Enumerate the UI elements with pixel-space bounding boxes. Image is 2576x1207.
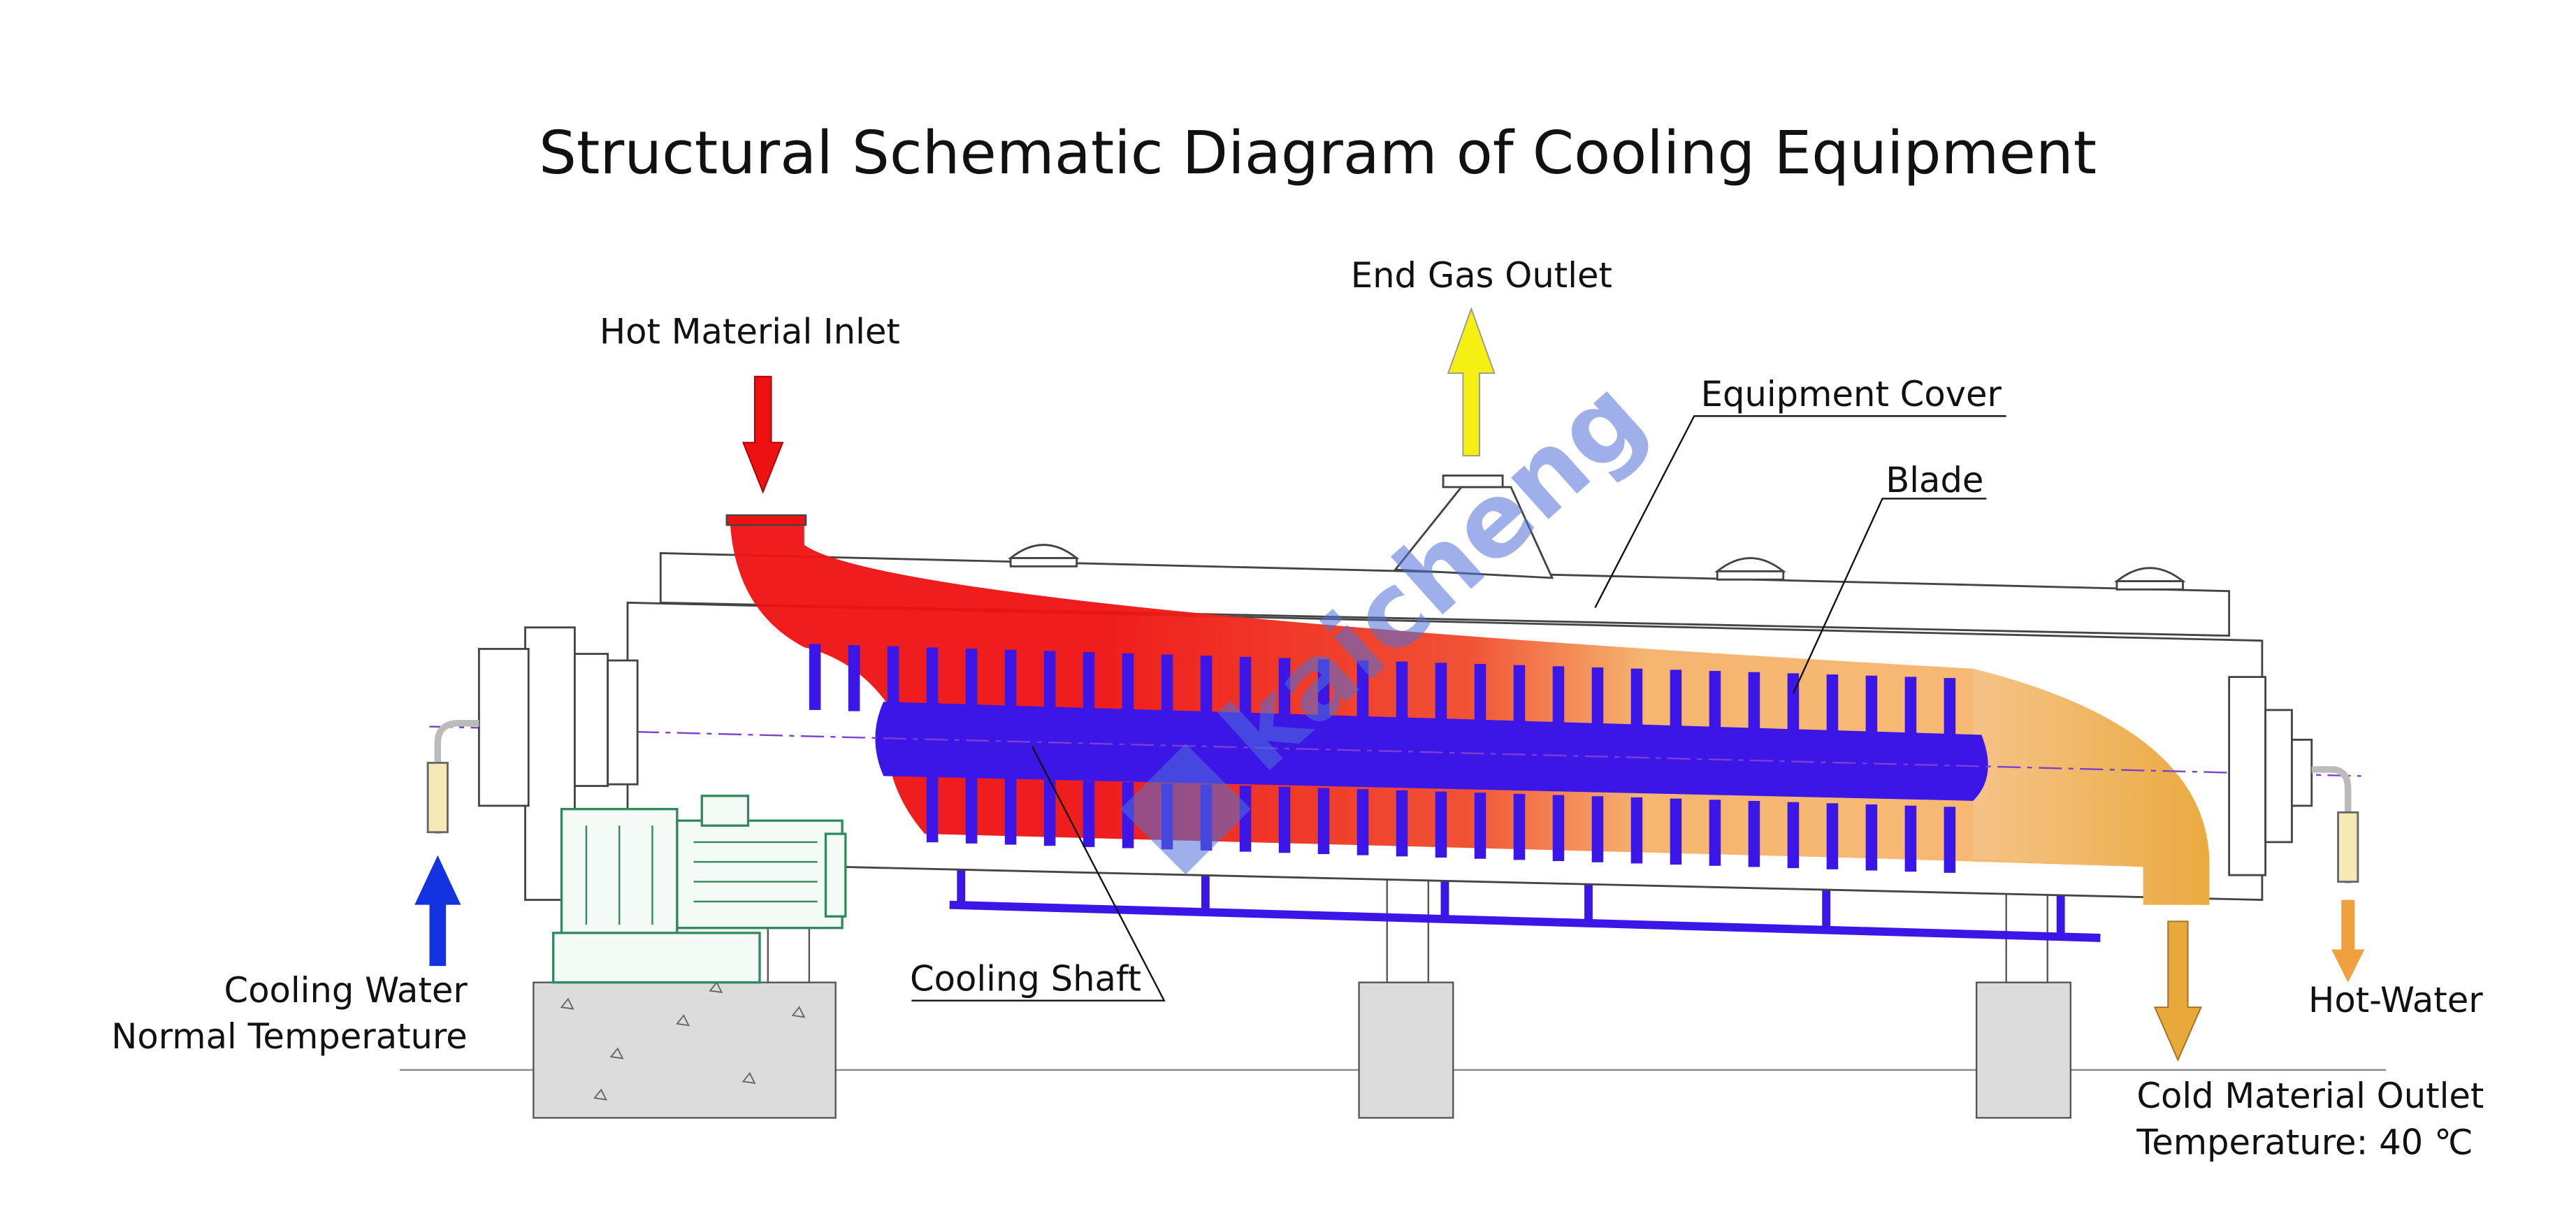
label-hot-water: Hot-Water (2308, 980, 2483, 1020)
blade (1787, 802, 1800, 869)
label-hot-material-inlet: Hot Material Inlet (600, 311, 900, 352)
drive-motor (552, 795, 847, 984)
blade (926, 776, 939, 843)
blade (1591, 667, 1604, 734)
blade (1161, 654, 1173, 721)
cold-end-fill (1973, 668, 2210, 905)
blade (1513, 665, 1526, 732)
cooling-water-pipe-left (426, 720, 479, 834)
label-end-gas-outlet: End Gas Outlet (1351, 255, 1612, 296)
blade (1591, 796, 1604, 862)
inspection-ports (1008, 544, 2186, 591)
left-end-housing (477, 626, 639, 901)
blade (1083, 781, 1095, 847)
blade (1004, 649, 1017, 716)
blade (1670, 798, 1682, 865)
label-blade: Blade (1886, 460, 1983, 500)
diagram-title: Structural Schematic Diagram of Cooling … (539, 119, 2097, 188)
label-outlet-temperature: Temperature: 40 ℃ (2136, 1122, 2473, 1162)
blade (1944, 807, 1956, 873)
blade (1630, 797, 1643, 864)
label-cold-material-outlet: Cold Material Outlet (2136, 1076, 2484, 1116)
blade (1552, 666, 1565, 732)
blade (1787, 673, 1800, 739)
blade (1239, 656, 1252, 723)
inlet-flange (725, 514, 807, 526)
hot-material-arrow (741, 375, 784, 494)
blade (1670, 670, 1682, 736)
blade (965, 777, 978, 844)
blades-lower (926, 776, 1956, 873)
blade (1435, 663, 1447, 729)
right-end-housing (2228, 676, 2313, 876)
blade (1474, 793, 1486, 859)
blade (1826, 803, 1839, 869)
blade (1200, 656, 1213, 722)
blades-upper (809, 644, 1956, 744)
blade (1709, 800, 1721, 866)
end-gas-arrow (1447, 306, 1496, 456)
blade (1865, 675, 1878, 742)
blade (1748, 800, 1760, 867)
blade (1630, 668, 1643, 735)
material-fill (730, 520, 2210, 905)
blade (1474, 663, 1486, 730)
blade (1513, 793, 1526, 860)
label-normal-temperature: Normal Temperature (111, 1016, 468, 1057)
blade (1122, 653, 1134, 720)
blade (1826, 674, 1839, 741)
blade (1043, 779, 1056, 846)
blade (1748, 672, 1760, 739)
label-cooling-shaft: Cooling Shaft (910, 959, 1141, 999)
blade (848, 645, 860, 711)
blade (1278, 658, 1291, 725)
blade (1944, 678, 1956, 744)
blade (887, 646, 899, 713)
blade (965, 649, 978, 715)
blade (1904, 677, 1917, 743)
hot-water-arrow (2331, 899, 2365, 983)
blade (1865, 804, 1878, 871)
blade (1317, 659, 1330, 725)
blade (1396, 790, 1408, 857)
blade (1396, 661, 1408, 728)
cold-material-arrow (2153, 920, 2202, 1062)
foundation-middle (1358, 981, 1454, 1119)
blade (926, 647, 939, 714)
leader-lines (911, 415, 2006, 1002)
label-equipment-cover: Equipment Cover (1701, 374, 2002, 414)
blade (1356, 789, 1369, 855)
blade (1278, 786, 1291, 853)
blade (1904, 805, 1917, 872)
blade (1356, 660, 1369, 727)
label-cooling-water: Cooling Water (224, 970, 468, 1011)
foundation-right (1975, 981, 2072, 1119)
hot-water-pipe-right (2311, 766, 2359, 883)
blade (1435, 791, 1447, 858)
cooling-water-arrow (414, 855, 461, 967)
blade (1317, 788, 1330, 854)
center-axis (429, 725, 2361, 777)
blade (1552, 795, 1565, 862)
gas-outlet-hood (1393, 474, 1554, 579)
blade (1043, 651, 1056, 717)
blade (809, 644, 821, 710)
blade (1709, 671, 1721, 737)
blade (1004, 779, 1017, 845)
blade (1083, 652, 1095, 718)
foundation-left (533, 981, 837, 1119)
